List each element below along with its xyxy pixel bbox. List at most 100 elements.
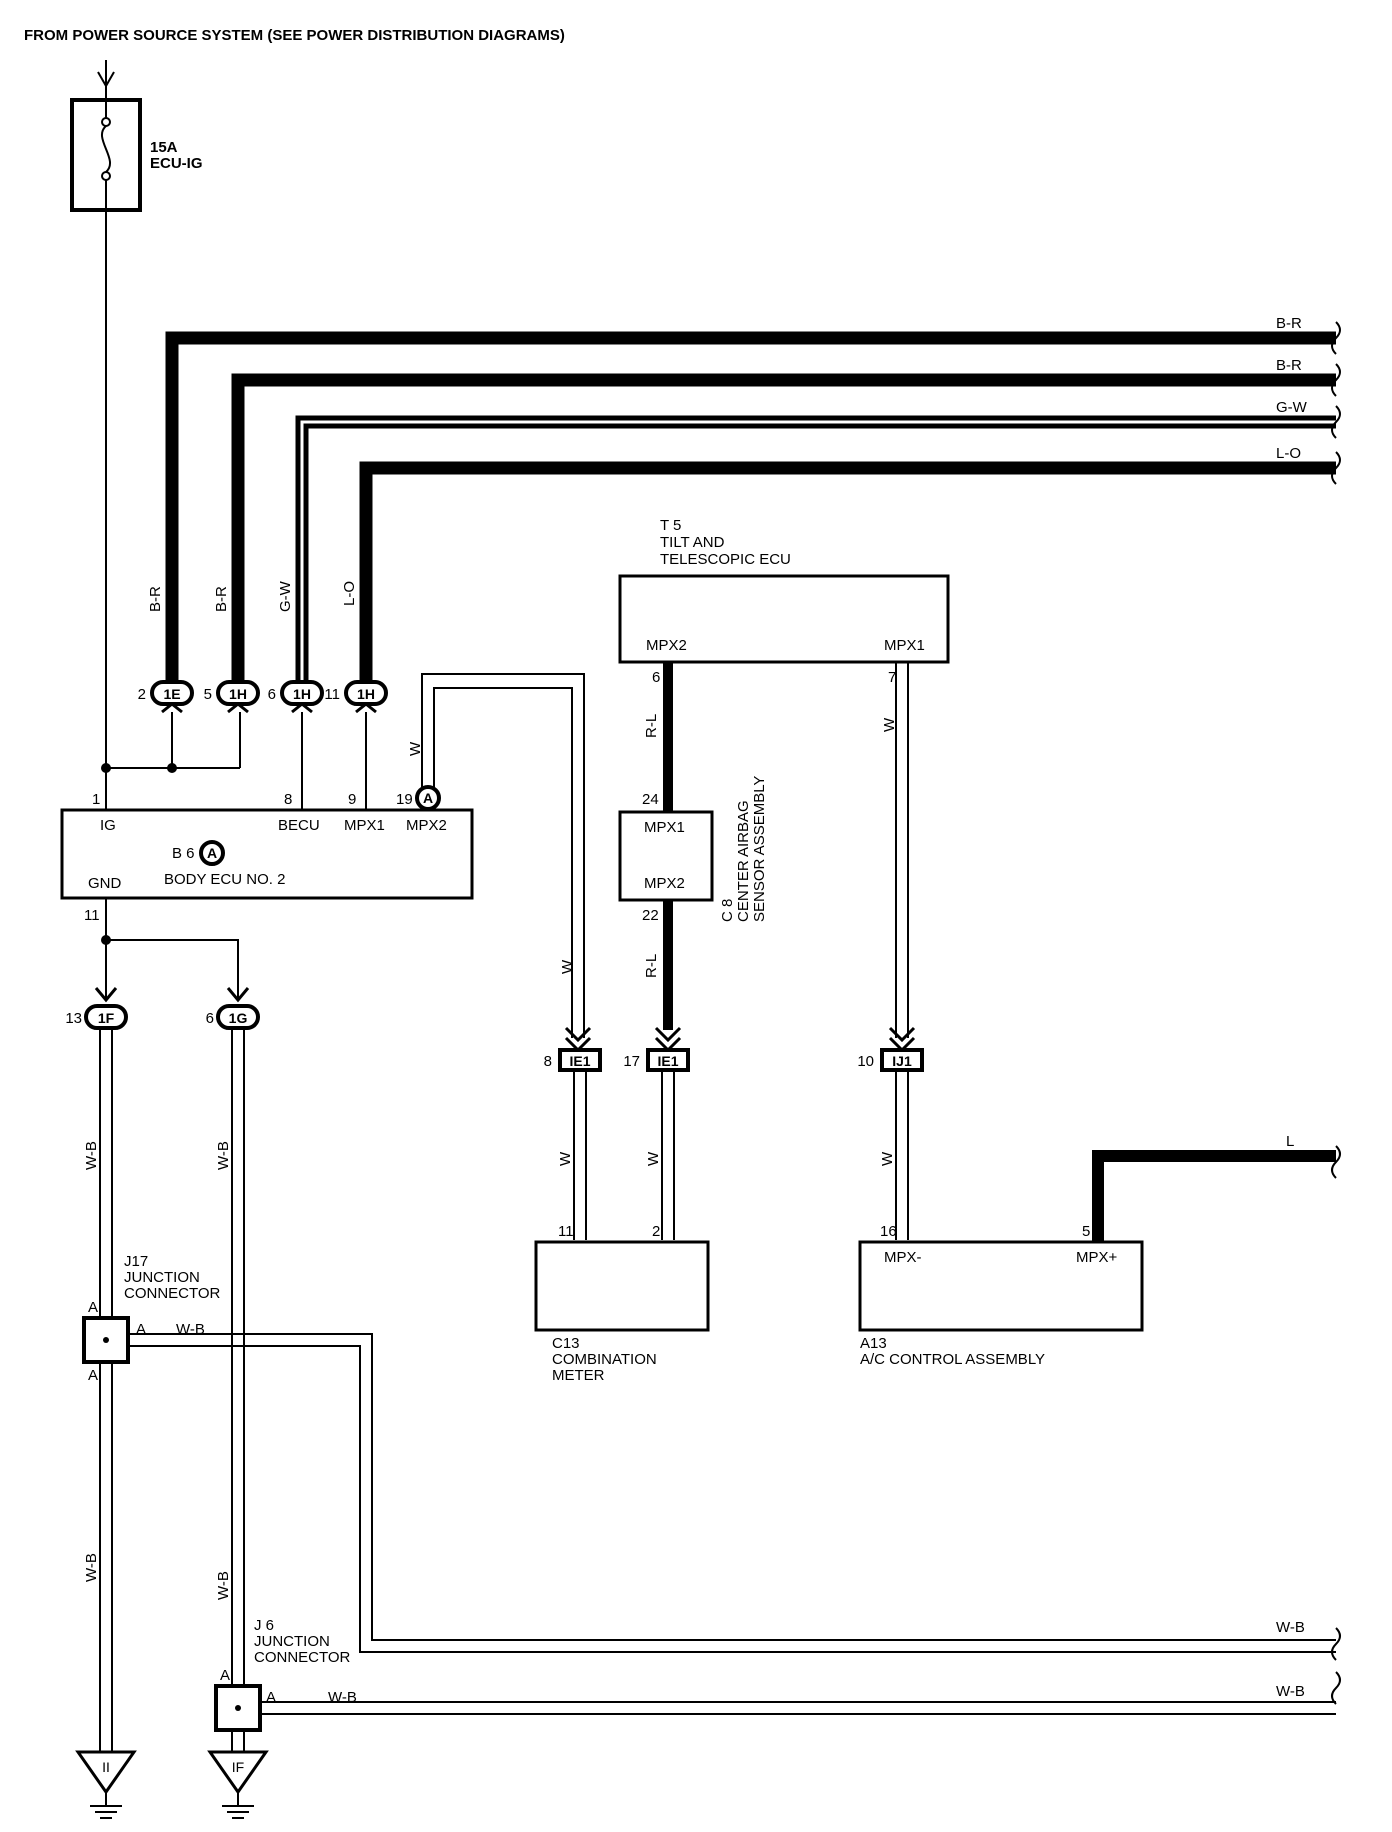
connector-pin: 8 (544, 1053, 552, 1070)
ecu-pin-label-gnd: GND (88, 875, 122, 892)
wire-label-lo: L-O (341, 581, 358, 606)
w-wires-lower (573, 1070, 909, 1240)
connector-code: 1G (229, 1010, 248, 1026)
tilt-ecu-box (618, 574, 950, 664)
ecu-ref-circle-letter: A (207, 845, 217, 861)
connector-1e: 1E 2 (138, 680, 194, 714)
w-wire-mpx2 (421, 673, 585, 1038)
ecu-pin-lines (301, 712, 367, 810)
ecu-pin-num-ig: 1 (92, 791, 100, 808)
connector-pin: 13 (65, 1010, 82, 1027)
ecu-pin-label-mpx1: MPX1 (344, 817, 385, 834)
j17-dot (103, 1337, 109, 1343)
connector-1h-5: 1H 5 (204, 680, 260, 714)
gnd-junction-dot (101, 935, 111, 945)
meter-pin-b: 2 (652, 1223, 660, 1240)
ig-junction-dot (101, 763, 111, 773)
airbag-ref: C 8 (719, 899, 736, 922)
ig-junction-dot (167, 763, 177, 773)
j6-name2: CONNECTOR (254, 1649, 351, 1666)
ac-mpxm-pin: 16 (880, 1223, 897, 1240)
tilt-mpx1-label: MPX1 (884, 637, 925, 654)
connector-ie1-17: IE1 17 (623, 1048, 690, 1072)
connector-1f: 1F 13 (65, 1004, 128, 1030)
wire-label-br2: B-R (213, 586, 230, 612)
wire-label-wb-j6: W-B (328, 1689, 357, 1706)
ecu-name: BODY ECU NO. 2 (164, 871, 285, 888)
ecu-pin-num-mpx1: 9 (348, 791, 356, 808)
connector-ie1-8: IE1 8 (544, 1048, 602, 1072)
meter-pin-a: 11 (558, 1223, 574, 1240)
wire-label-wb-out1: W-B (1276, 1619, 1305, 1636)
fuse (70, 98, 142, 212)
wire-label-wb-1g: W-B (215, 1141, 232, 1170)
fuse-amp: 15A (150, 139, 178, 156)
wire-label-w-a13: W (879, 1151, 896, 1166)
ecu-pin-num-mpx2: 19 (396, 791, 413, 808)
ground-if: IF (207, 1750, 269, 1819)
wire-label-br1: B-R (147, 586, 164, 612)
tilt-name1: TILT AND (660, 534, 725, 551)
j17-ref: J17 (124, 1253, 148, 1270)
ac-mpxp-label: MPX+ (1076, 1249, 1118, 1266)
wire-label-lo-right: L-O (1276, 445, 1301, 462)
j6-ref: J 6 (254, 1617, 274, 1634)
wire-label-wb-lower-mid: W-B (215, 1571, 232, 1600)
thick-wires-inner (300, 420, 1336, 690)
w-wire-mpx1 (895, 662, 909, 1038)
j6-dot (235, 1705, 241, 1711)
wire-label-w-mpx2: W (407, 741, 424, 756)
wire-label-w-c13-11: W (557, 1151, 574, 1166)
wb-j6-wire (260, 1701, 1336, 1715)
l-wire (1092, 1150, 1336, 1242)
connector-code: IE1 (657, 1053, 678, 1069)
arrowheads (564, 1026, 916, 1053)
wire-label-wb-out2: W-B (1276, 1683, 1305, 1700)
wire-label-gw: G-W (277, 580, 294, 612)
meter-name2: METER (552, 1367, 605, 1384)
wire-label-gw-right: G-W (1276, 399, 1308, 416)
ground-if-label: IF (232, 1759, 244, 1775)
ground-ii-label: II (102, 1759, 110, 1775)
wb-wires (99, 1028, 245, 1752)
wire-label-br2-right: B-R (1276, 357, 1302, 374)
airbag-mpx1-label: MPX1 (644, 819, 685, 836)
break-marks (1331, 321, 1341, 1705)
wire-label-l: L (1286, 1133, 1294, 1150)
connector-code: IJ1 (892, 1053, 912, 1069)
connector-1h-6: 1H 6 (268, 680, 324, 714)
j17-name1: JUNCTION (124, 1269, 200, 1286)
ecu-pin-num-gnd: 11 (84, 907, 100, 924)
gnd-branch (105, 898, 239, 1000)
meter-name1: COMBINATION (552, 1351, 657, 1368)
j17-side: A (136, 1321, 146, 1338)
connector-code: 1H (357, 686, 375, 702)
meter-ref: C13 (552, 1335, 580, 1352)
connector-pin: 10 (857, 1053, 874, 1070)
ecu-ref-circle (199, 840, 225, 866)
ecu-mpx2-circle (415, 785, 441, 811)
ac-ref: A13 (860, 1335, 887, 1352)
airbag-mpx1-pin: 24 (642, 791, 659, 808)
ecu-ref: B 6 (172, 845, 195, 862)
header-text: FROM POWER SOURCE SYSTEM (SEE POWER DIST… (24, 27, 565, 44)
ecu-pin-label-ig: IG (100, 817, 116, 834)
tilt-mpx2-label: MPX2 (646, 637, 687, 654)
connector-pin: 6 (206, 1010, 214, 1027)
connector-pin: 11 (324, 686, 340, 703)
j17-box (82, 1316, 130, 1364)
connector-pin: 17 (623, 1053, 640, 1070)
ac-box (858, 1240, 1144, 1332)
connector-code: 1E (163, 686, 180, 702)
wire-label-w-c13-2: W (645, 1151, 662, 1166)
ac-name: A/C CONTROL ASSEMBLY (860, 1351, 1045, 1368)
tilt-ref: T 5 (660, 517, 681, 534)
ac-mpxp-pin: 5 (1082, 1223, 1090, 1240)
body-ecu-box (60, 808, 474, 900)
connector-ij1: IJ1 10 (857, 1048, 924, 1072)
j6-side: A (266, 1689, 276, 1706)
wire-label-w-ie1-up: W (559, 959, 576, 974)
connector-code: 1H (293, 686, 311, 702)
wire-label-rl-upper: R-L (643, 714, 660, 738)
connector-code: IE1 (569, 1053, 590, 1069)
